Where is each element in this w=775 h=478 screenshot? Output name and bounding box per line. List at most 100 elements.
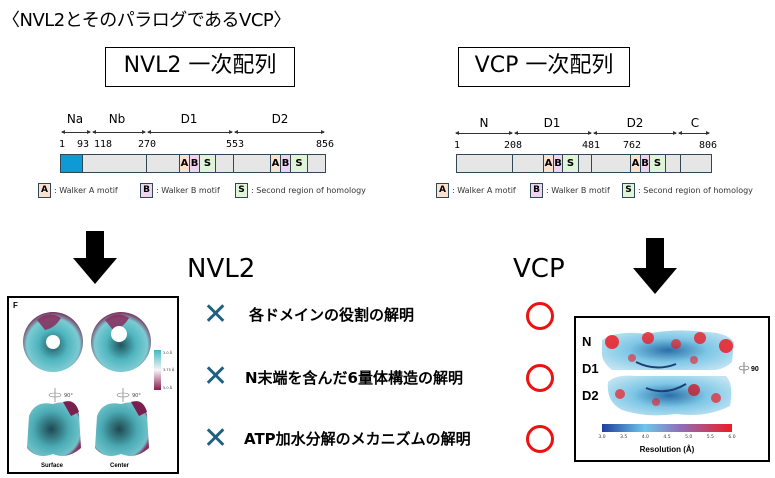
legend-swatch-a: A (436, 183, 449, 198)
position-label: 270 (137, 139, 157, 150)
down-arrow-icon (73, 231, 117, 284)
scale-label: 5.0 Å (163, 385, 173, 390)
walker-a-motif: A (180, 155, 190, 172)
legend-label-a: : Walker A motif (452, 186, 516, 195)
nvl2-structure-figure: F 90° 90° 3.0 Å 3.75 Å (13, 301, 175, 469)
vcp-sequence-bar: A B S A B S (456, 154, 712, 173)
colorbar-tick-label: 3.5 (620, 434, 627, 440)
second-region-motif: S (291, 155, 308, 172)
cross-icon: ✕ (203, 297, 229, 332)
walker-b-motif: B (281, 155, 291, 172)
domain-label-d2: D2 (626, 116, 644, 130)
nb-region (83, 155, 147, 172)
domain-label-nb: Nb (108, 112, 126, 126)
position-label: 93 (76, 139, 90, 150)
caption-surface: Surface (41, 463, 64, 469)
n-region (457, 155, 513, 172)
comparison-row-text: ATP加水分解のメカニズムの解明 (244, 430, 471, 448)
colorbar-tick-label: 4.0 (642, 434, 649, 440)
walker-b-motif: B (641, 155, 650, 172)
domain-span-na (61, 130, 91, 134)
second-region-motif: S (563, 155, 579, 172)
scale-label: 3.0 Å (163, 350, 173, 355)
cross-icon: ✕ (203, 421, 229, 456)
colorbar-ticks: 3.0 3.5 4.0 4.5 5.0 5.5 6.0 (598, 434, 735, 440)
walker-a-motif: A (544, 155, 554, 172)
domain-label-d1: D1 (180, 112, 198, 126)
nvl2-label: NVL2 (187, 254, 256, 284)
comparison-row-text: N末端を含んだ6量体構造の解明 (245, 369, 463, 387)
comparison-row-text: 各ドメインの役割の解明 (249, 306, 415, 324)
nvl2-cryoem-structure-image: F 90° 90° 3.0 Å 3.75 Å (7, 296, 179, 474)
legend-swatch-b: B (530, 183, 543, 198)
legend-walker-a: A : Walker A motif (38, 183, 118, 198)
legend-second-region: S : Second region of homology (235, 183, 366, 198)
position-label: 1 (58, 139, 66, 150)
colorbar-tick-label: 6.0 (728, 434, 735, 440)
legend-walker-b: B : Walker B motif (530, 183, 610, 198)
d1-region-post (579, 155, 592, 172)
domain-label-d1: D1 (543, 116, 561, 130)
resolution-color-bar (602, 424, 732, 432)
structure-side-surface (27, 401, 81, 456)
legend-label-s: : Second region of homology (638, 186, 753, 195)
walker-b-motif: B (554, 155, 563, 172)
domain-label-d2: D2 (582, 388, 599, 403)
colorbar-tick-label: 4.5 (663, 434, 670, 440)
d1-region-pre (147, 155, 180, 172)
legend-label-a: : Walker A motif (54, 186, 118, 195)
rotation-label: 90° (132, 393, 141, 399)
circle-icon (526, 364, 554, 392)
rotation-label: 90 (751, 366, 759, 373)
colorbar-tick-label: 3.0 (598, 434, 605, 440)
legend-swatch-b: B (140, 183, 153, 198)
d2-region-pre (592, 155, 631, 172)
legend-walker-a: A : Walker A motif (436, 183, 516, 198)
domain-label-d1: D1 (582, 361, 599, 376)
position-label: 118 (93, 139, 113, 150)
d2-region-post (666, 155, 681, 172)
caption-center: Center (110, 463, 130, 469)
walker-a-motif: A (271, 155, 281, 172)
domain-label-n: N (582, 334, 591, 349)
position-label: 208 (503, 140, 523, 151)
legend-second-region: S : Second region of homology (622, 183, 753, 198)
scale-label: 3.75 Å (163, 367, 175, 372)
vcp-sequence-title: VCP 一次配列 (458, 47, 630, 87)
domain-span-nb (92, 130, 146, 134)
domain-label-d2: D2 (271, 112, 289, 126)
nvl2-sequence-bar: A B S A B S (60, 154, 326, 173)
domain-span-n (455, 131, 513, 135)
cross-icon: ✕ (203, 359, 229, 394)
position-label: 553 (225, 139, 245, 150)
legend-label-b: : Walker B motif (156, 186, 220, 195)
domain-label-c: C (690, 116, 700, 130)
vcp-label: VCP (513, 254, 565, 284)
position-label: 856 (315, 139, 335, 150)
colorbar-tick-label: 5.0 (685, 434, 692, 440)
structure-top-center (91, 312, 151, 372)
position-label: 806 (698, 140, 718, 151)
rotation-marker: 90 (738, 362, 759, 374)
walker-b-motif: B (190, 155, 200, 172)
position-label: 481 (581, 140, 601, 151)
second-region-motif: S (650, 155, 666, 172)
slide-title: 〈NVL2とそのパラログであるVCP〉 (2, 10, 291, 31)
domain-label-na: Na (66, 112, 84, 126)
circle-icon (526, 302, 554, 330)
domain-span-c (678, 131, 710, 135)
legend-label-b: : Walker B motif (546, 186, 610, 195)
position-label: 762 (622, 140, 642, 151)
nvl2-sequence-title: NVL2 一次配列 (105, 47, 295, 87)
domain-span-d1 (514, 131, 592, 135)
domain-label-n: N (479, 116, 489, 130)
legend-swatch-a: A (38, 183, 51, 198)
structure-top-surface (23, 312, 83, 372)
panel-letter: F (13, 301, 18, 310)
domain-span-d1 (147, 130, 233, 134)
legend-swatch-s: S (622, 183, 635, 198)
na-region-highlight (61, 155, 83, 172)
second-region-motif: S (200, 155, 216, 172)
colorbar-tick-label: 5.5 (707, 434, 714, 440)
